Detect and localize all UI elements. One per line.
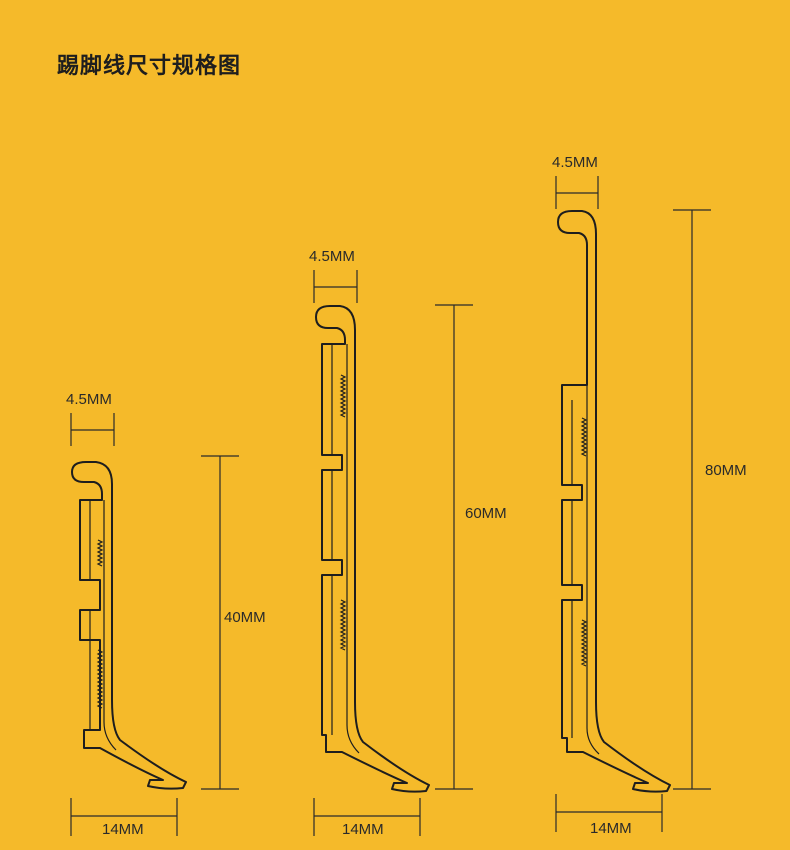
bottom-width-label: 14MM [590,820,632,837]
bottom-width-label: 14MM [102,821,144,838]
profile-outline [71,461,187,790]
top-width-label: 4.5MM [552,154,598,171]
profile-outline [557,210,671,793]
height-label: 60MM [465,505,507,522]
profile-80mm: 4.5MM 80MM 14MM [552,154,747,837]
bottom-width-label: 14MM [342,821,384,838]
page-title: 踢脚线尺寸规格图 [57,54,242,79]
top-width-label: 4.5MM [66,391,112,408]
height-label: 80MM [705,462,747,479]
profile-outline [315,305,430,793]
top-width-label: 4.5MM [309,248,355,265]
profile-40mm: 4.5MM 40MM 14MM [66,391,266,838]
height-label: 40MM [224,609,266,626]
profile-60mm: 4.5MM 60MM 14MM [309,248,507,838]
